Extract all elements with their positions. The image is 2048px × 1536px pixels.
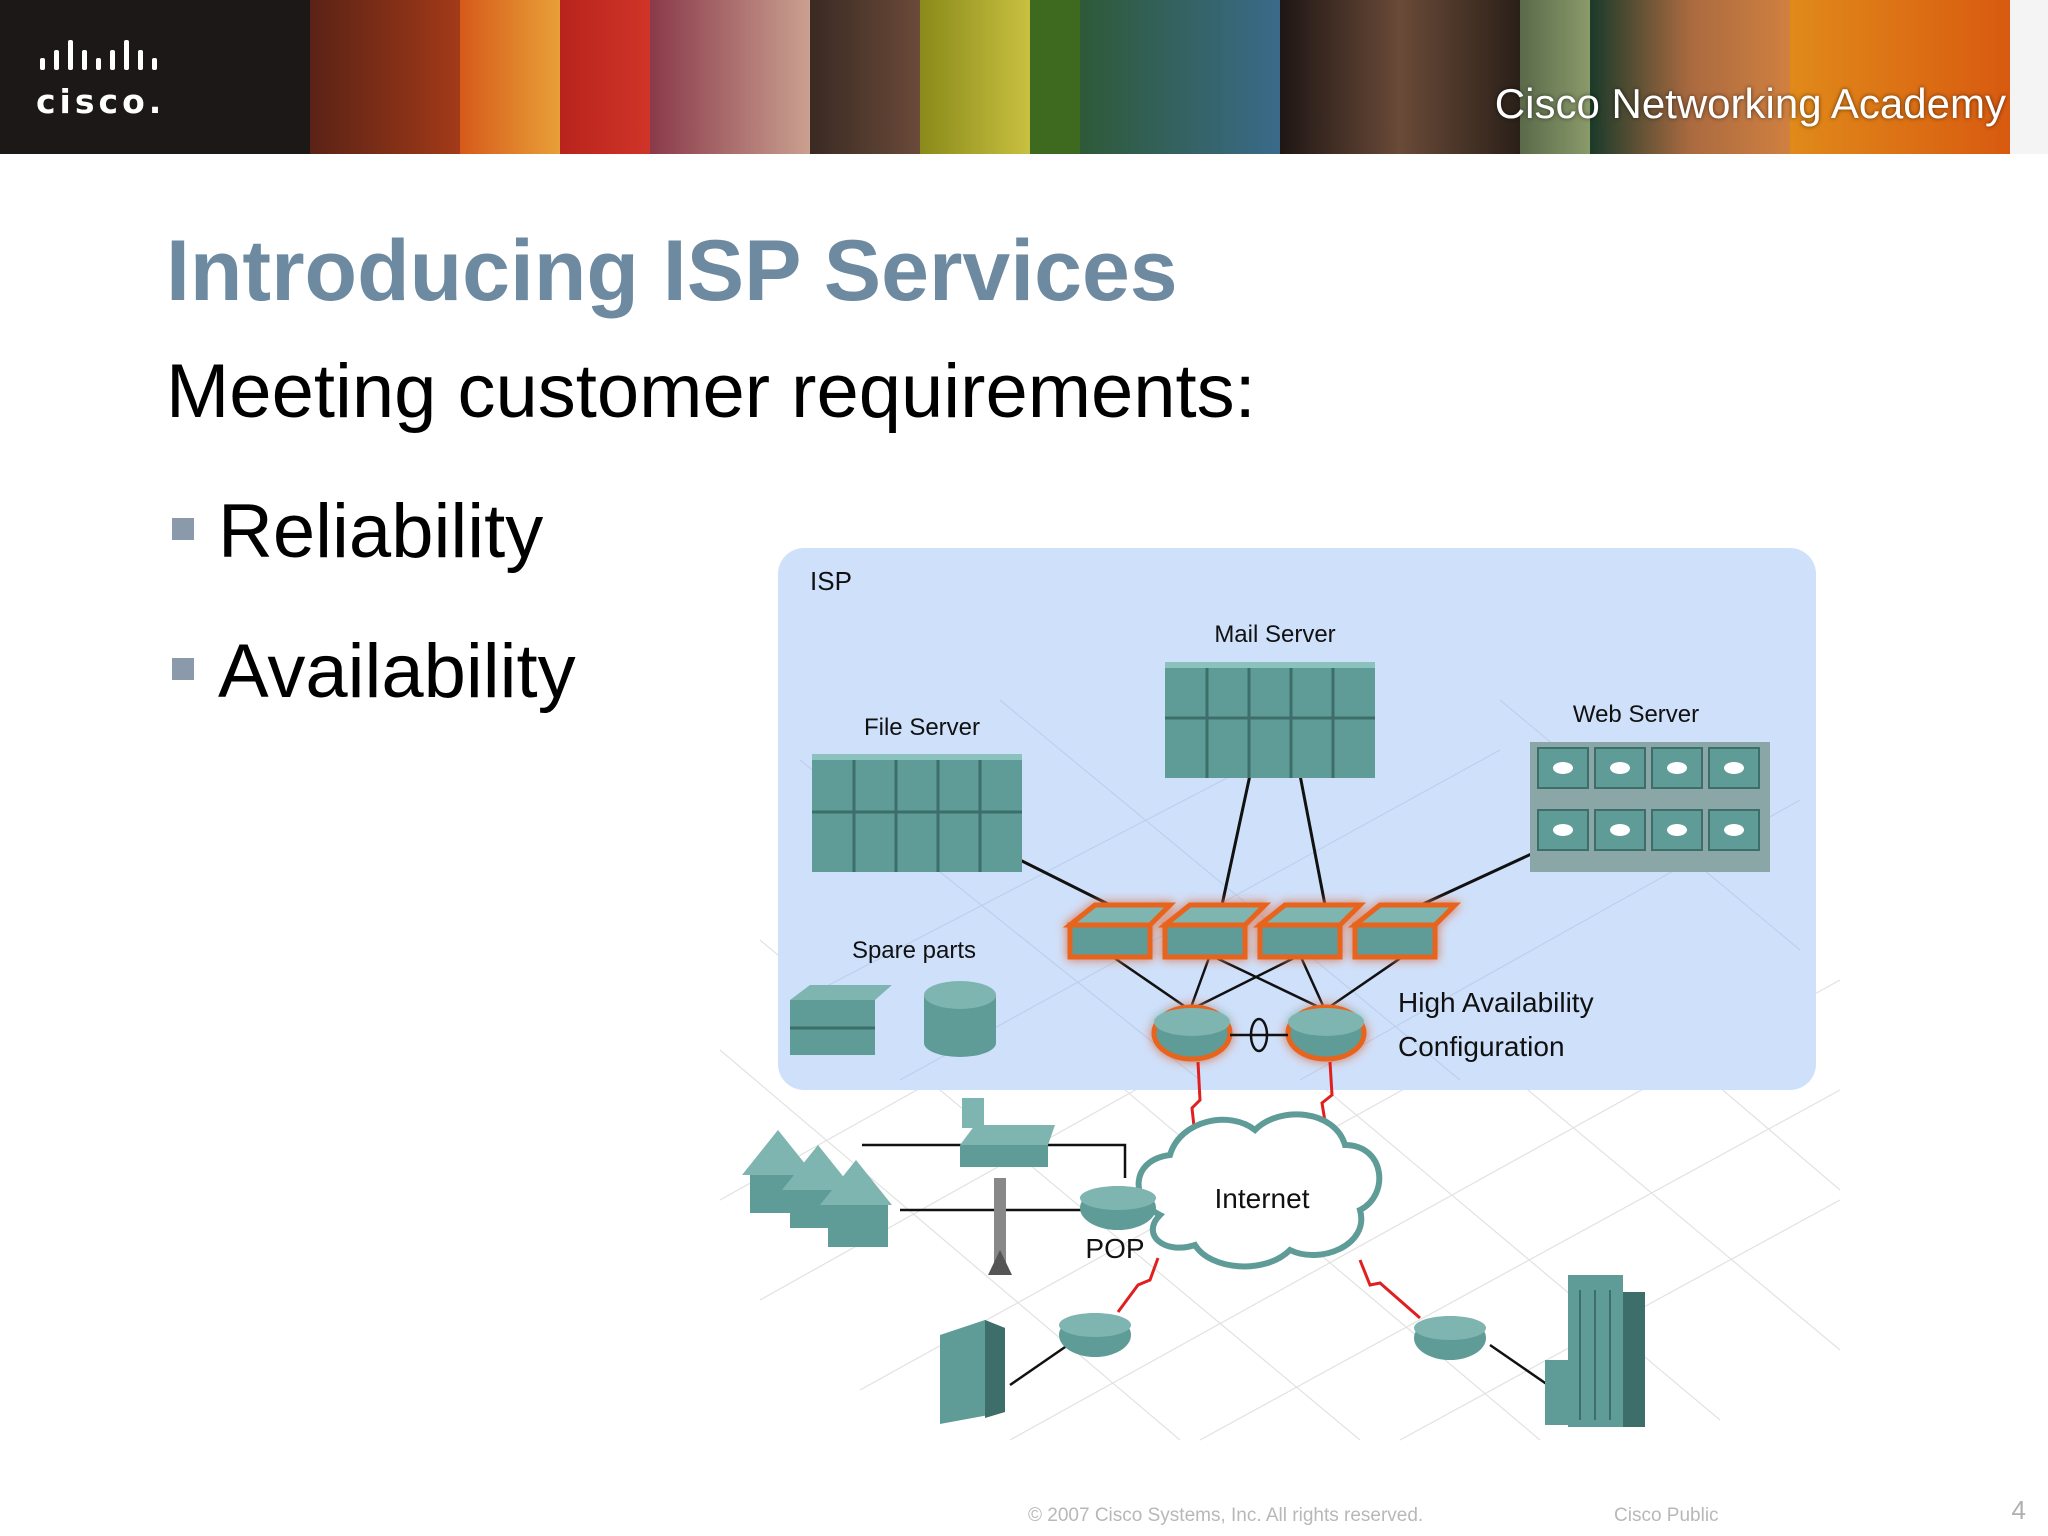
isp-label: ISP bbox=[810, 566, 852, 596]
cisco-logo: cisco. bbox=[36, 36, 186, 126]
switch-icon bbox=[1252, 902, 1367, 960]
pop-router-icon bbox=[1080, 1186, 1156, 1230]
ha-cross-links bbox=[1109, 953, 1406, 1012]
switch-icon bbox=[1347, 902, 1462, 960]
web-server-icon bbox=[1530, 742, 1770, 872]
ha-switches bbox=[1062, 902, 1462, 960]
office-building-icon bbox=[940, 1320, 1005, 1424]
photo-strip bbox=[1080, 0, 1280, 154]
footer-classification: Cisco Public bbox=[1614, 1505, 1719, 1526]
spare-parts-label: Spare parts bbox=[852, 937, 976, 964]
photo-strip bbox=[920, 0, 1030, 154]
photo-strip bbox=[560, 0, 650, 154]
file-server-label: File Server bbox=[864, 714, 980, 741]
bullet-square-icon bbox=[172, 518, 194, 540]
switch-icon bbox=[1062, 902, 1177, 960]
building-links bbox=[1009, 1343, 1549, 1387]
ha-routers bbox=[1151, 1004, 1367, 1062]
houses-icon bbox=[742, 1130, 892, 1247]
spare-router-icon bbox=[924, 981, 996, 1057]
web-server-label: Web Server bbox=[1573, 701, 1699, 728]
photo-strip bbox=[2010, 0, 2048, 154]
internet-label: Internet bbox=[1215, 1183, 1310, 1214]
photo-strip bbox=[460, 0, 560, 154]
router-icon bbox=[1285, 1004, 1367, 1062]
mail-server-label: Mail Server bbox=[1214, 621, 1335, 648]
router-icon bbox=[1414, 1316, 1486, 1360]
slide-title: Introducing ISP Services bbox=[166, 223, 1178, 319]
photo-strip bbox=[1520, 0, 1590, 154]
header-banner: cisco. Cisco Networking Academy bbox=[0, 0, 2048, 154]
router-icon bbox=[1151, 1004, 1233, 1062]
slide-subtitle: Meeting customer requirements: bbox=[166, 349, 1256, 434]
photo-strip bbox=[810, 0, 920, 154]
internet-cloud-icon bbox=[1135, 1111, 1383, 1270]
bullet-text: Availability bbox=[218, 629, 576, 714]
bullet-text: Reliability bbox=[218, 489, 544, 574]
isp-network-diagram: ISP Mail Server File Server Web Server S… bbox=[719, 548, 1841, 1441]
photo-strip bbox=[1030, 0, 1080, 154]
photo-strip bbox=[1790, 0, 2010, 154]
cisco-wordmark: cisco. bbox=[36, 82, 166, 121]
cisco-bridge-icon bbox=[40, 40, 157, 70]
mail-server-icon bbox=[1165, 662, 1375, 778]
router-interconnect bbox=[1230, 1017, 1288, 1053]
academy-name: Cisco Networking Academy bbox=[1494, 80, 2006, 127]
access-modem-icon bbox=[960, 1098, 1055, 1167]
router-icon bbox=[1059, 1313, 1131, 1357]
ha-label-line2: Configuration bbox=[1398, 1031, 1565, 1062]
isp-area bbox=[778, 548, 1816, 1090]
photo-strip bbox=[650, 0, 810, 154]
antenna-tower-icon bbox=[988, 1178, 1012, 1275]
switch-icon bbox=[1157, 902, 1272, 960]
ha-label-line1: High Availability bbox=[1398, 987, 1594, 1018]
photo-strip bbox=[1590, 0, 1790, 154]
page-number: 4 bbox=[2011, 1495, 2026, 1525]
spare-switch-icon bbox=[790, 985, 892, 1055]
file-server-icon bbox=[812, 754, 1022, 872]
bullet-square-icon bbox=[172, 658, 194, 680]
office-tower-icon bbox=[1545, 1275, 1645, 1427]
pop-label: POP bbox=[1085, 1233, 1144, 1264]
photo-strip bbox=[310, 0, 460, 154]
server-links bbox=[1019, 774, 1541, 912]
footer-copyright: © 2007 Cisco Systems, Inc. All rights re… bbox=[1028, 1505, 1424, 1526]
photo-strip bbox=[1280, 0, 1520, 154]
